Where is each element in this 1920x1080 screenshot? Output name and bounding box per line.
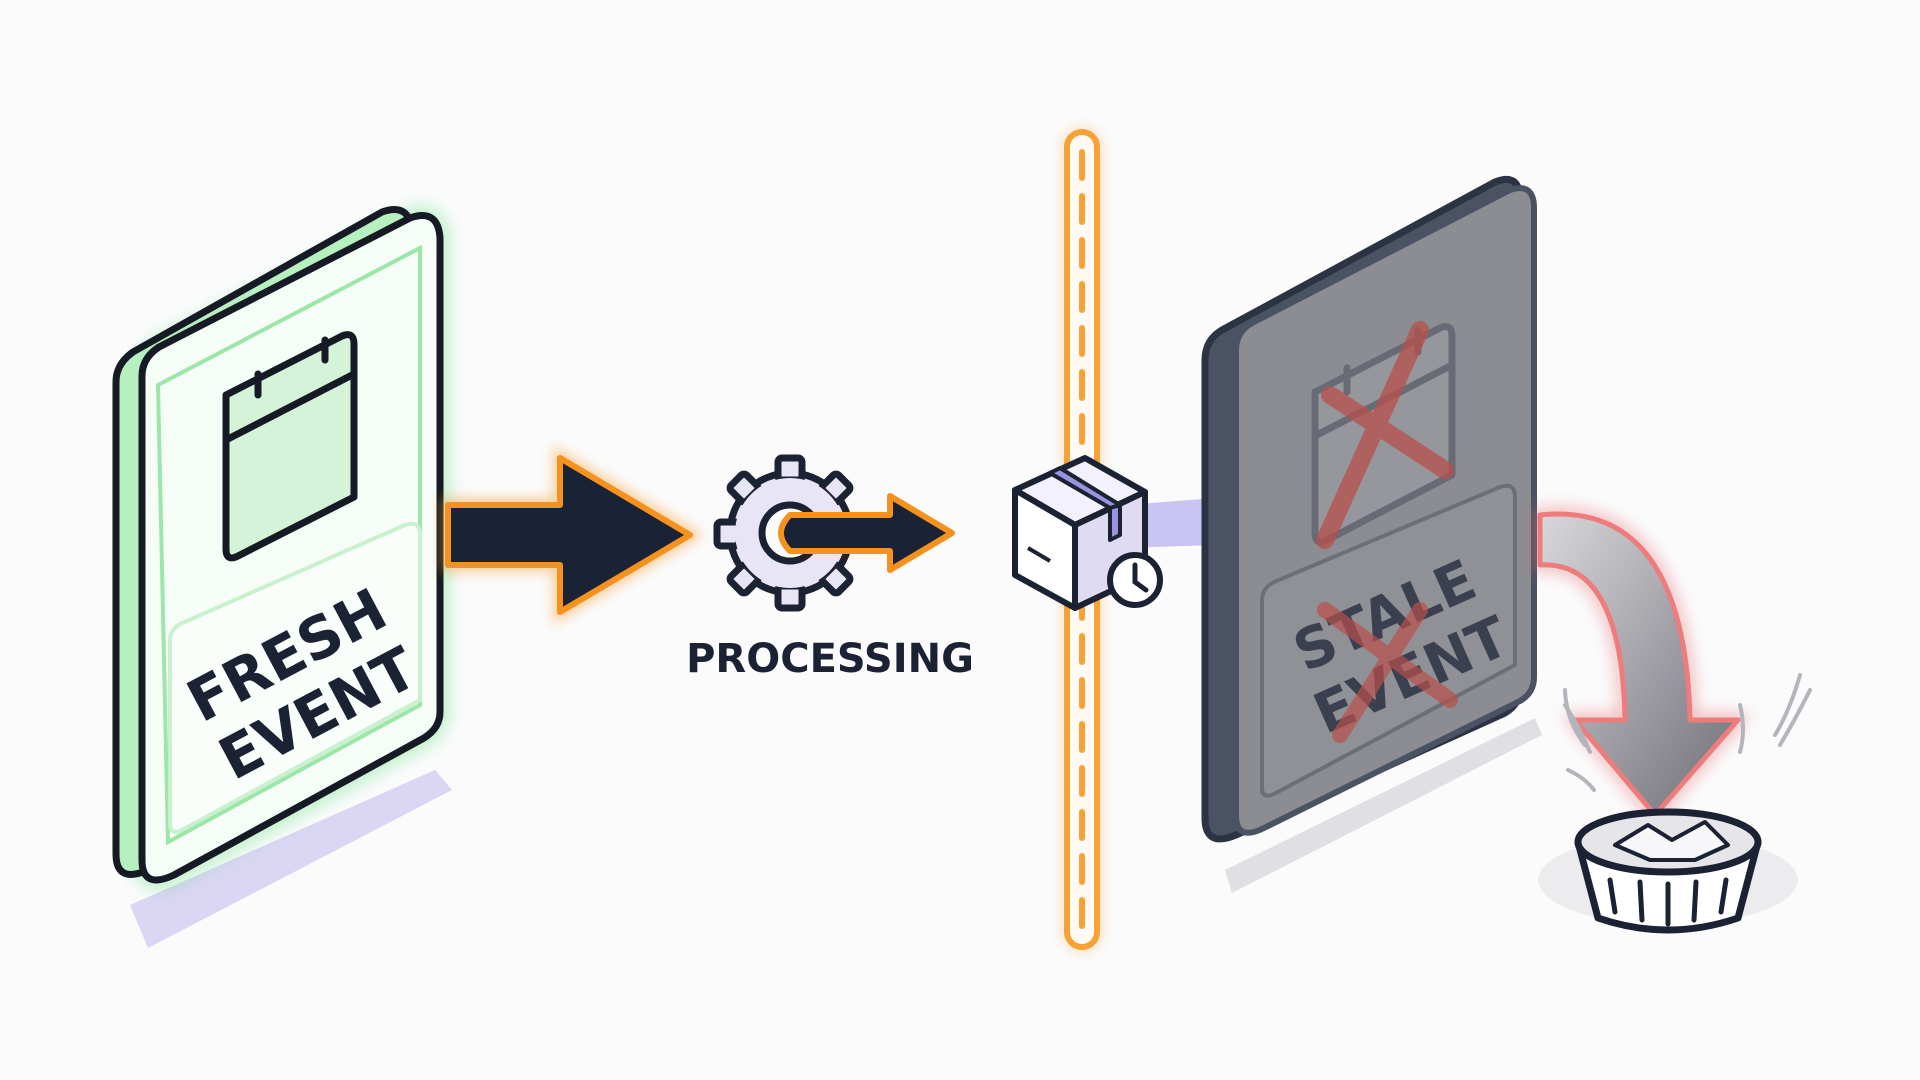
trash-bin-icon xyxy=(1538,808,1798,934)
fresh-label-panel xyxy=(168,521,422,834)
fresh-card-inner-border xyxy=(155,244,422,846)
fresh-card-shadow xyxy=(130,770,452,948)
fresh-event-card: FRESH EVENT xyxy=(112,206,452,948)
processing-label: PROCESSING xyxy=(686,636,974,682)
calendar-cross-icon xyxy=(1316,321,1454,549)
calendar-icon xyxy=(222,331,358,562)
flow-arrow xyxy=(441,445,704,625)
processing-arrow xyxy=(778,493,955,573)
clock-icon xyxy=(1107,552,1163,608)
stale-label-panel xyxy=(1260,483,1517,798)
label-cross-icon xyxy=(1317,602,1458,743)
motion-lines xyxy=(1563,673,1812,792)
stale-card-shadow xyxy=(1225,718,1542,893)
package-icon xyxy=(1012,455,1148,611)
discard-arrow xyxy=(1534,508,1752,825)
gear-icon xyxy=(713,454,867,612)
stale-event-card: STALE EVENT xyxy=(1201,175,1542,893)
